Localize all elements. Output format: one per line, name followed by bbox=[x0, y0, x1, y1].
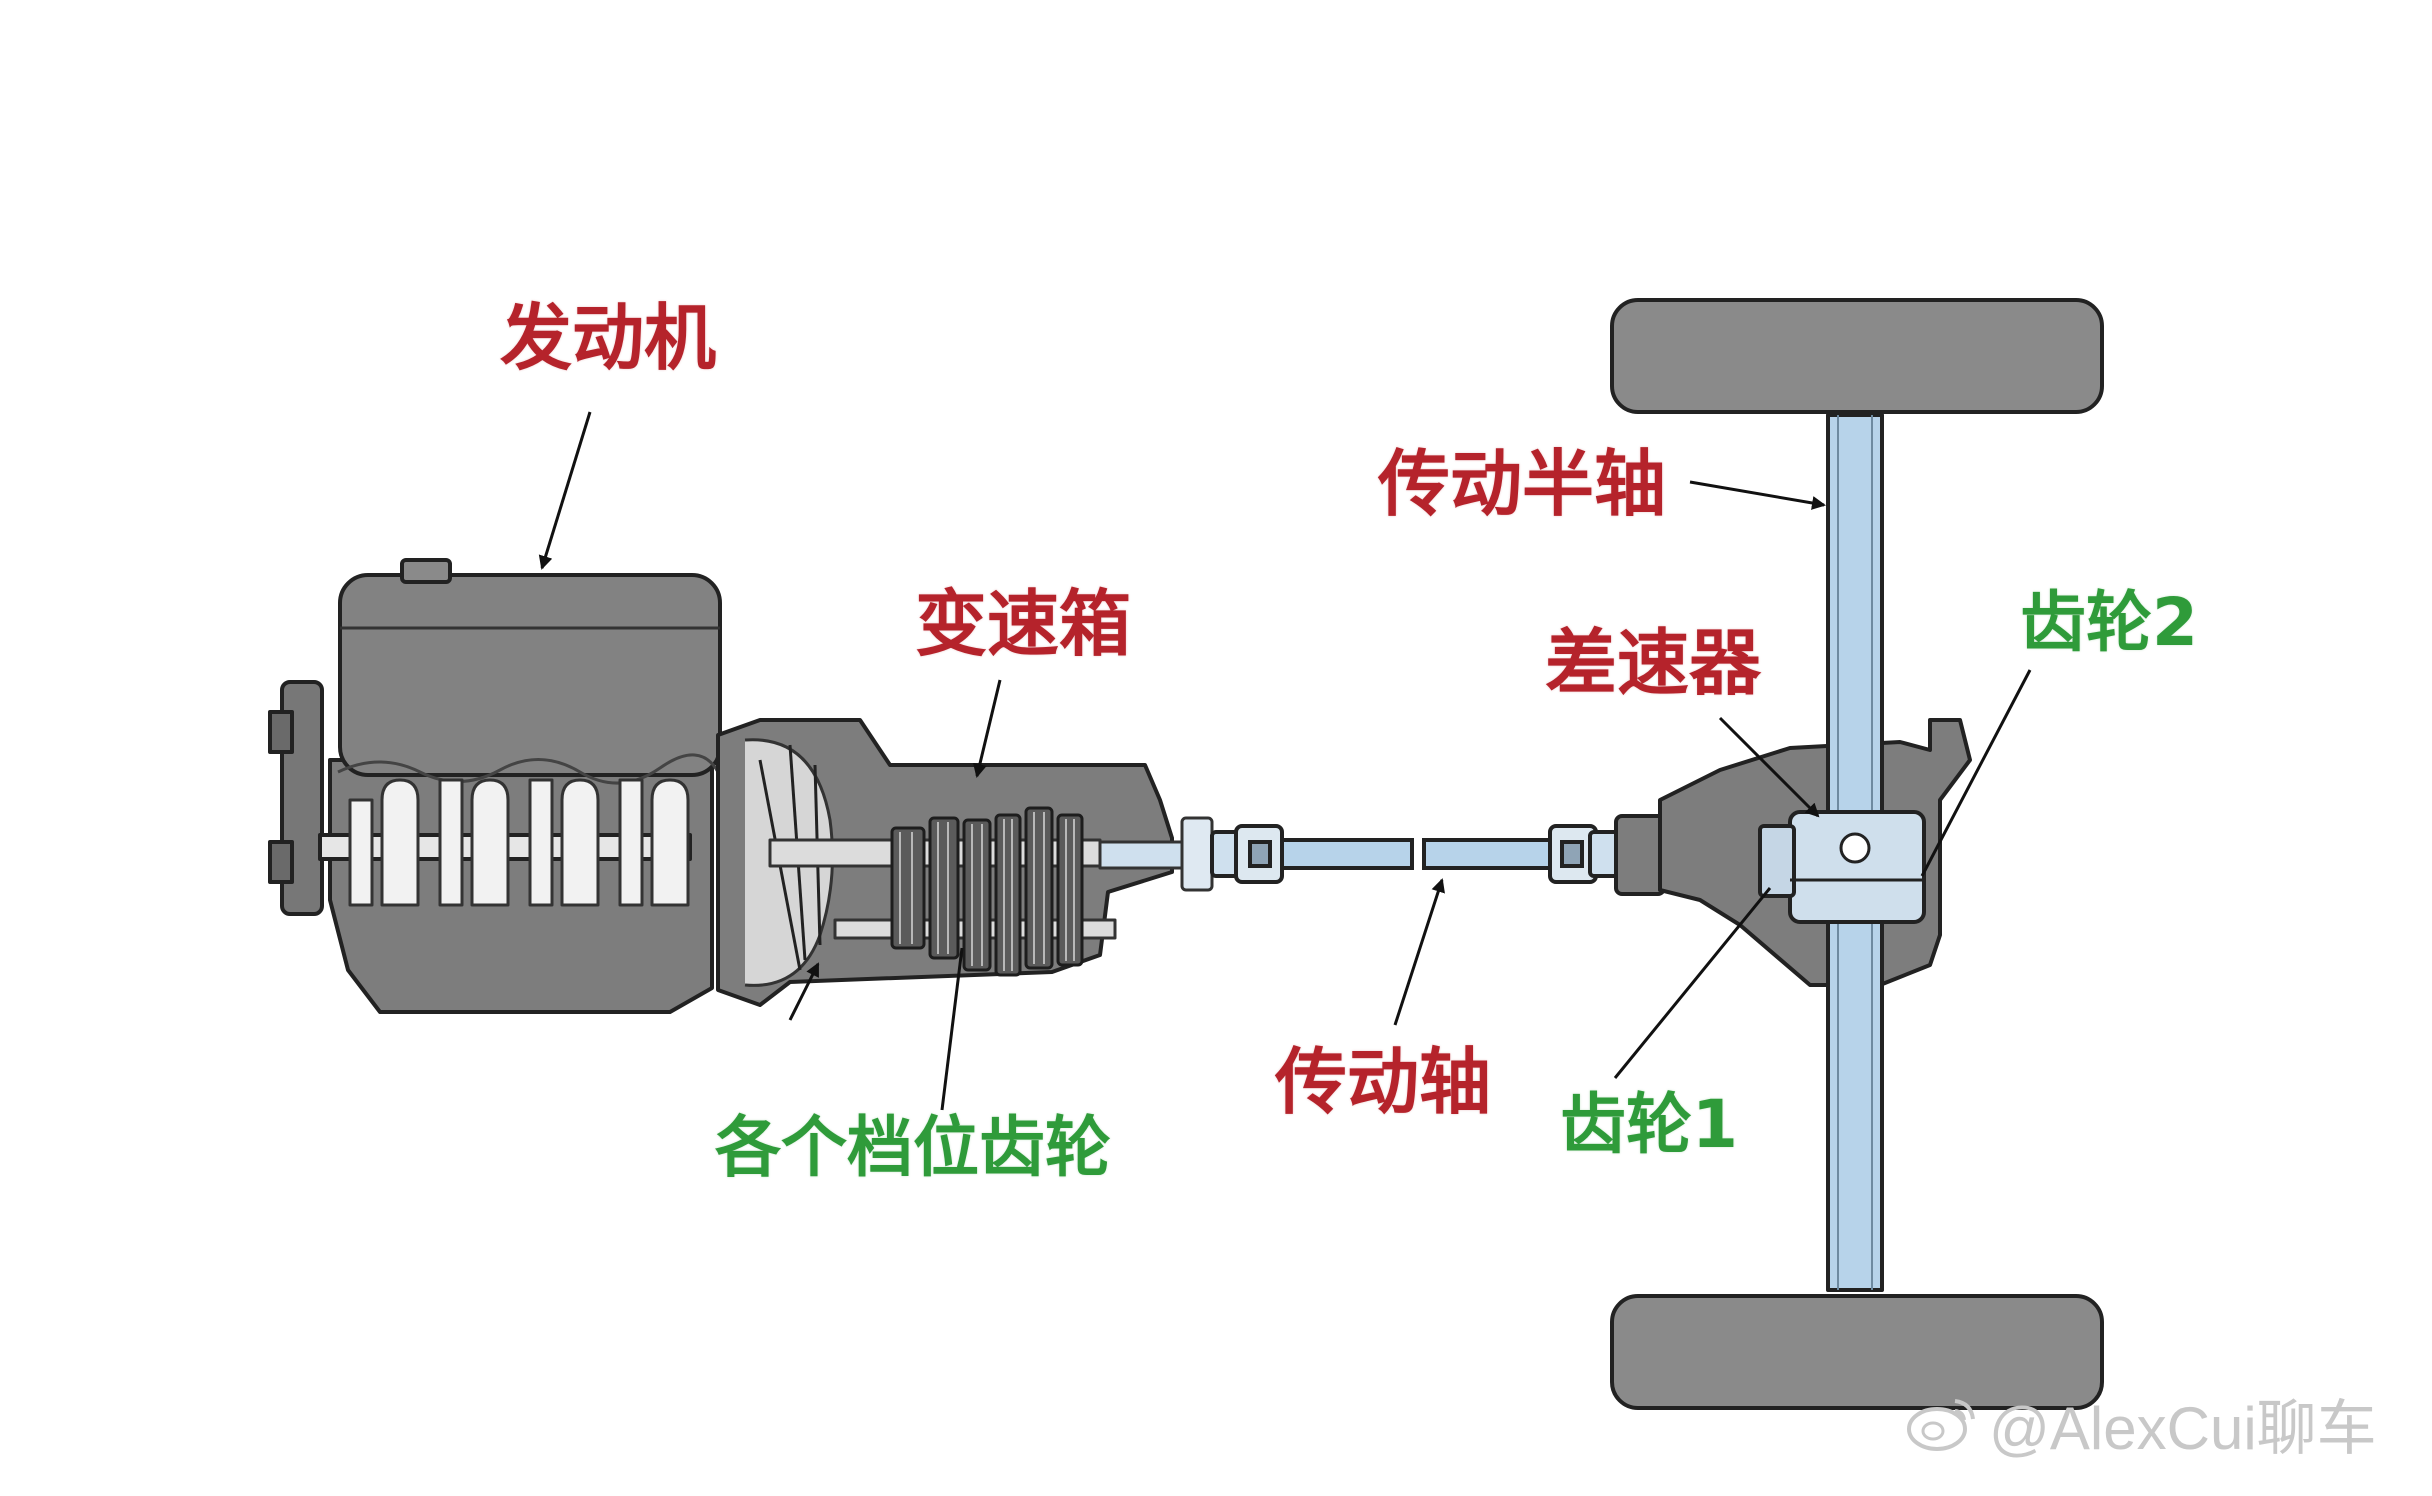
drive-shaft-arrow bbox=[1393, 878, 1445, 1026]
differential-label: 差速器 bbox=[1545, 621, 1762, 705]
clutch-pointer bbox=[788, 962, 820, 1021]
gear1-pointer bbox=[1613, 887, 1772, 1079]
gearbox-label: 变速箱 bbox=[915, 582, 1132, 666]
gear-sets-label: 各个档位齿轮 bbox=[715, 1109, 1111, 1186]
weibo-logo-icon bbox=[1907, 1399, 1975, 1451]
watermark: @AlexCui聊车 bbox=[1905, 1383, 2377, 1463]
rear-axle bbox=[1610, 298, 2104, 1410]
gearbox-arrow bbox=[972, 679, 1002, 778]
half-shaft-label: 传动半轴 bbox=[1378, 442, 1667, 526]
differential-arrow bbox=[1718, 716, 1820, 818]
gear2-pointer bbox=[1920, 669, 2032, 877]
half-shaft-arrow bbox=[1689, 480, 1826, 510]
callout-arrows bbox=[538, 411, 2032, 1111]
gear1-label: 齿轮1 bbox=[1560, 1086, 1738, 1163]
engine-label: 发动机 bbox=[500, 296, 717, 380]
gear-sets-arrow bbox=[940, 947, 964, 1111]
engine bbox=[268, 558, 722, 1014]
drive-shaft-label: 传动轴 bbox=[1275, 1040, 1492, 1124]
gear2-label: 齿轮2 bbox=[2020, 584, 2198, 661]
watermark-text: @AlexCui聊车 bbox=[1989, 1394, 2377, 1462]
engine-arrow bbox=[538, 411, 592, 570]
gearbox bbox=[716, 718, 1214, 1007]
